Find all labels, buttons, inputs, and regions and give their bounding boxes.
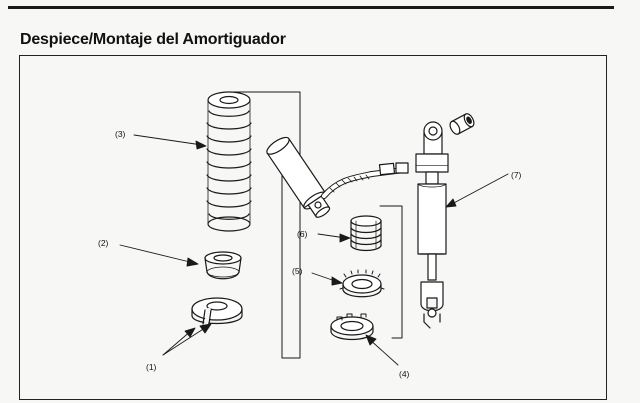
page-title: Despiece/Montaje del Amortiguador: [20, 31, 286, 48]
lower-lock-nut: [330, 313, 374, 341]
coil-spring: [206, 91, 252, 232]
callout-label-1: (1): [146, 362, 157, 372]
callout-label-6: (6): [297, 229, 308, 239]
braided-hose: [321, 162, 409, 199]
callout-arrows: [119, 134, 509, 366]
header-rule: [8, 6, 614, 9]
callout-label-7: (7): [511, 170, 522, 180]
callout-label-3: (3): [115, 129, 126, 139]
diagram-frame: [19, 55, 607, 400]
shock-absorber: [415, 113, 475, 329]
bump-stop: [350, 215, 382, 252]
callout-label-4: (4): [399, 369, 410, 379]
spring-seat: [204, 251, 242, 280]
reservoir-canister: [266, 136, 331, 218]
callout-label-5: (5): [292, 266, 303, 276]
assembly-lines: [227, 91, 403, 359]
callout-label-2: (2): [98, 238, 109, 248]
upper-lock-nut: [339, 269, 385, 298]
split-washer: [191, 297, 243, 326]
